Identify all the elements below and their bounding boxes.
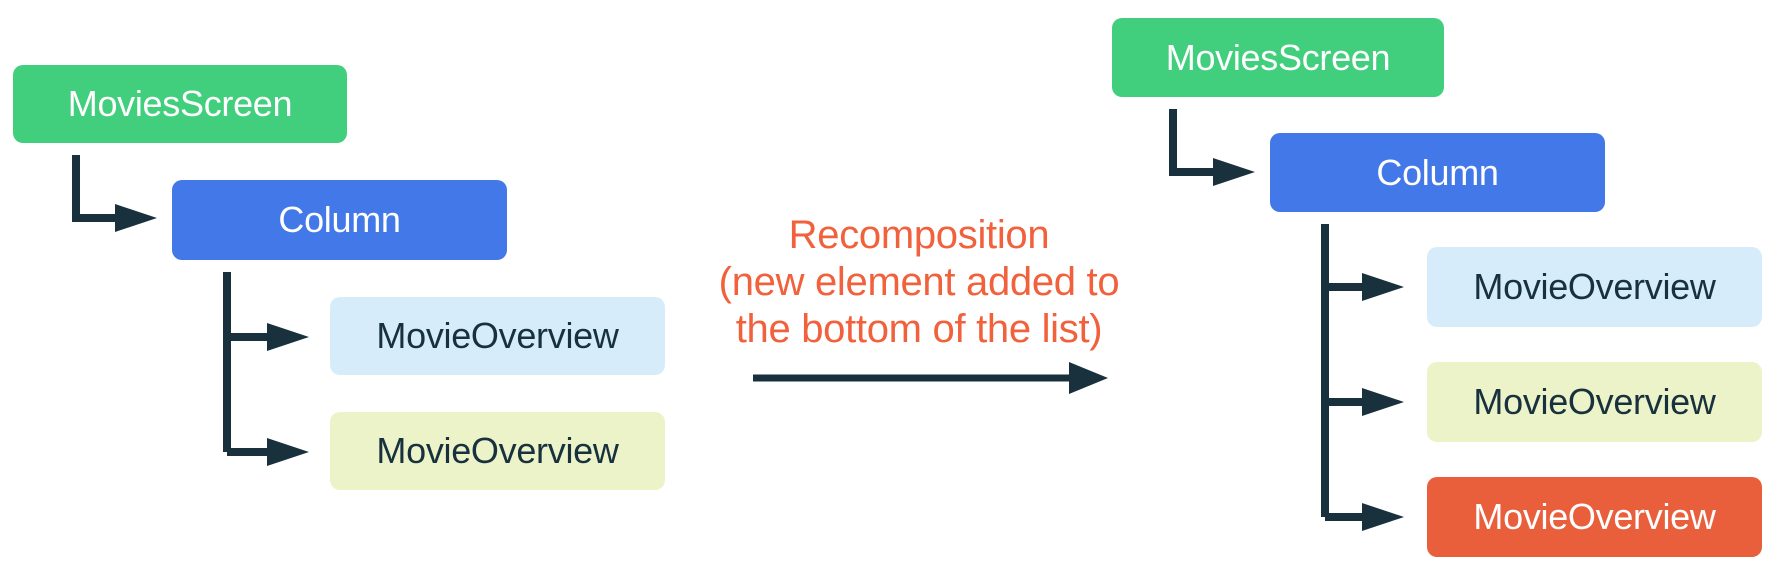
right-tree-node-moviesscreen: MoviesScreen xyxy=(1112,18,1444,97)
left-root-to-column-connector xyxy=(72,155,116,222)
caption-line-1: Recomposition xyxy=(788,213,1050,257)
right-root-to-column-connector xyxy=(1169,109,1214,176)
arrowhead-icon xyxy=(1362,503,1404,531)
left-tree-node-column: Column xyxy=(172,180,507,260)
right-tree-node-movieoverview-1: MovieOverview xyxy=(1427,247,1762,327)
arrowhead-icon xyxy=(1362,388,1404,416)
left-tree-node-movieoverview-1: MovieOverview xyxy=(330,297,665,375)
arrowhead-icon xyxy=(1069,362,1108,394)
arrowhead-icon xyxy=(1213,158,1255,186)
arrowhead-icon xyxy=(267,438,309,466)
right-tree-node-movieoverview-2: MovieOverview xyxy=(1427,362,1762,442)
arrowhead-icon xyxy=(267,323,309,351)
recomposition-caption: Recomposition (new element added to the … xyxy=(569,212,1269,353)
right-tree-node-column: Column xyxy=(1270,133,1605,212)
left-tree-node-movieoverview-2: MovieOverview xyxy=(330,412,665,490)
arrowhead-icon xyxy=(115,204,157,232)
caption-line-2: (new element added to xyxy=(718,260,1120,304)
arrowhead-icon xyxy=(1362,273,1404,301)
left-tree-node-moviesscreen: MoviesScreen xyxy=(13,65,347,143)
right-tree-node-movieoverview-new: MovieOverview xyxy=(1427,477,1762,557)
caption-line-3: the bottom of the list) xyxy=(735,307,1103,351)
